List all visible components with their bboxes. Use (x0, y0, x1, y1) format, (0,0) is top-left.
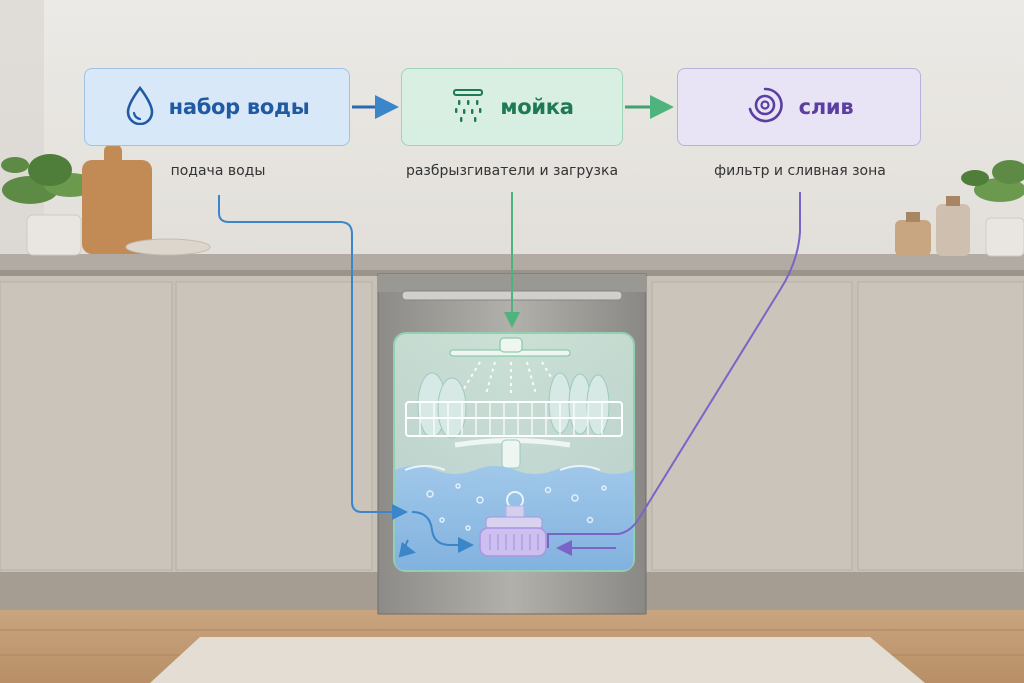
jars (895, 196, 970, 256)
bowl (125, 238, 211, 256)
dishwasher-tub (393, 332, 635, 572)
water-drop-icon (125, 85, 155, 129)
step-title: мойка (500, 95, 574, 119)
step-wash: мойка (401, 68, 623, 146)
step-title: набор воды (168, 95, 310, 119)
spray-arm-icon (450, 86, 486, 128)
caption-drain: фильтр и сливная зона (714, 163, 886, 179)
potted-plant-right (961, 160, 1024, 257)
dish-rack (405, 401, 623, 437)
step-fill-water: набор воды (84, 68, 350, 146)
drain-path (547, 192, 801, 548)
step-title: слив (798, 95, 854, 119)
drain-filter (479, 491, 547, 557)
water-inlet-path (218, 195, 408, 520)
rug (150, 637, 925, 683)
caption-fill: подача воды (170, 163, 266, 179)
drain-filter-icon (745, 85, 785, 129)
cutting-board (82, 145, 152, 254)
potted-plant-left (1, 154, 96, 256)
step-drain: слив (677, 68, 921, 146)
caption-wash: разбрызгиватели и загрузка (405, 163, 619, 179)
